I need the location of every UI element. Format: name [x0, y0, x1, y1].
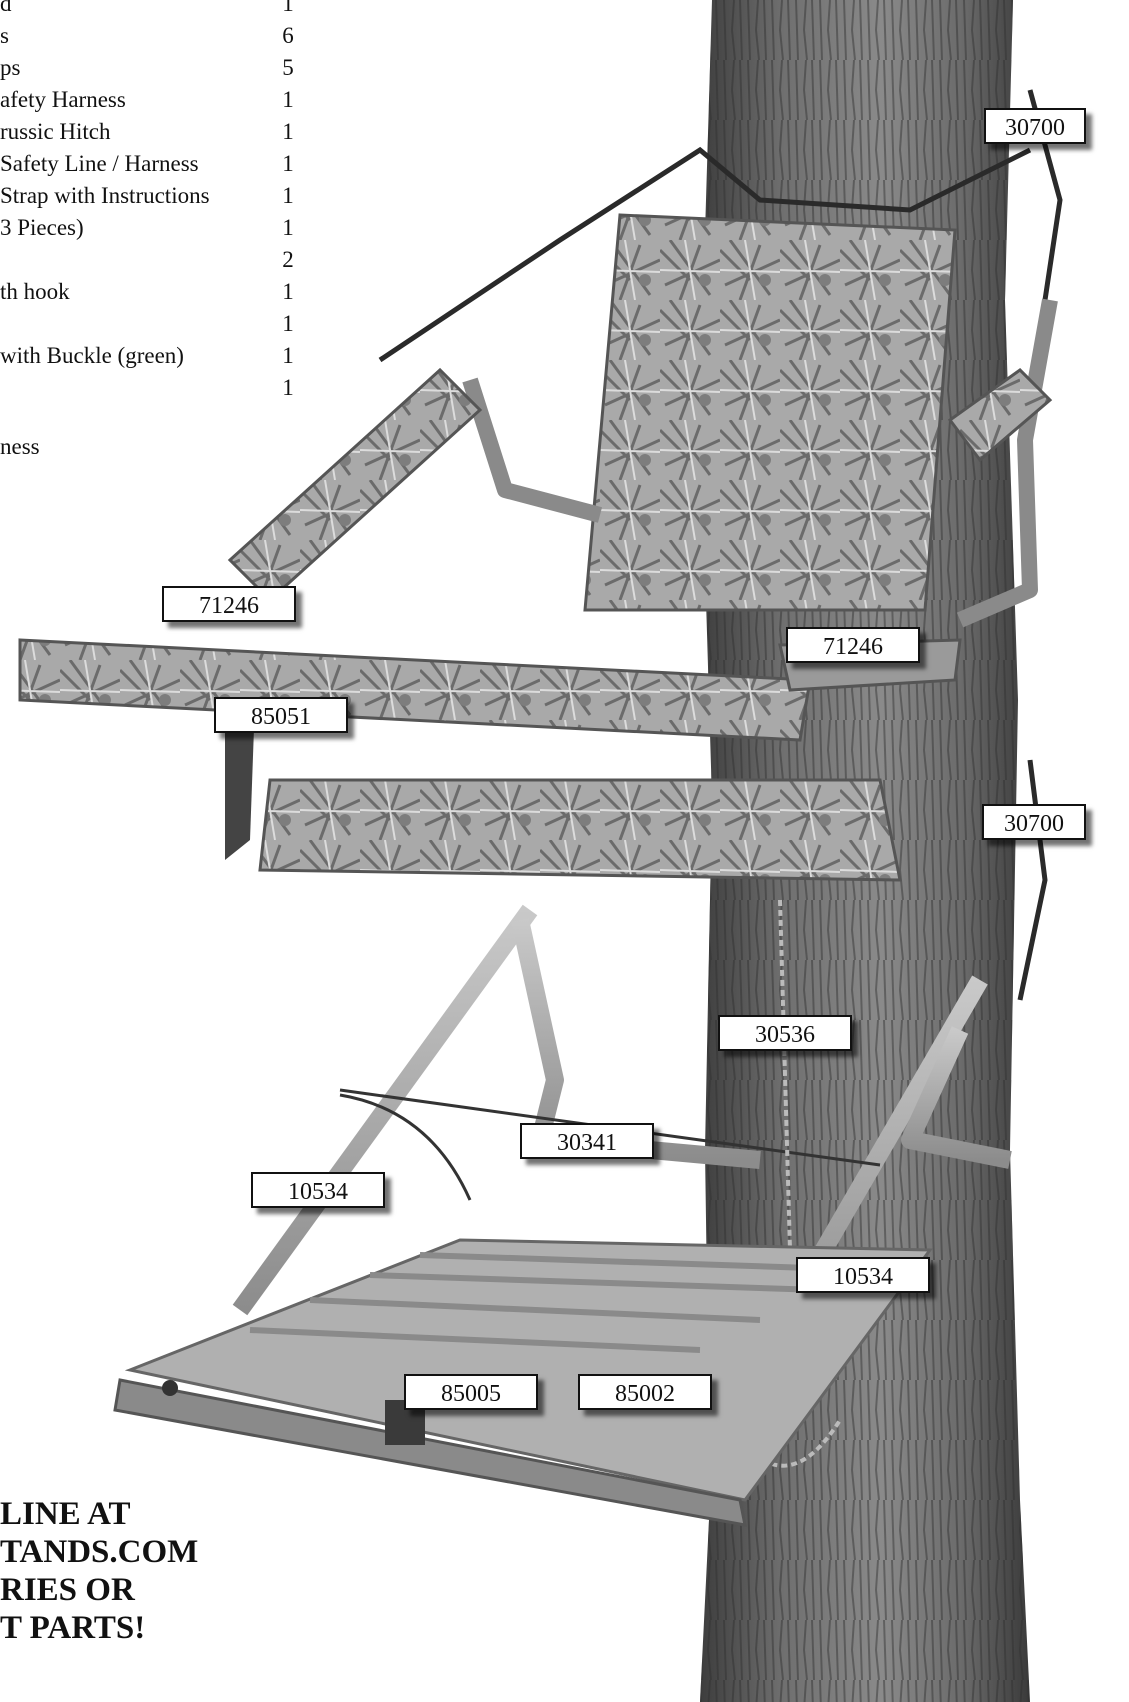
callout-cable: 30341 — [520, 1123, 654, 1159]
promo-line: TANDS.COM — [0, 1533, 198, 1571]
callout-platform: 85002 — [578, 1374, 712, 1410]
callout-chain: 30536 — [718, 1015, 852, 1051]
promo-line: RIES OR — [0, 1571, 198, 1609]
callout-top-right-strap: 30700 — [984, 108, 1086, 144]
seat-back — [585, 215, 955, 610]
callout-platform-bolt: 85005 — [404, 1374, 538, 1410]
callout-seat-bar: 85051 — [214, 697, 348, 733]
callout-mid-right-strap: 30700 — [982, 804, 1086, 840]
promo-text: LINE AT TANDS.COM RIES OR T PARTS! — [0, 1495, 198, 1647]
callout-right-bracket: 10534 — [796, 1257, 930, 1293]
left-armrest-pad — [230, 370, 480, 600]
callout-left-armrest: 71246 — [162, 586, 296, 622]
promo-line: LINE AT — [0, 1495, 198, 1533]
callout-left-bracket: 10534 — [251, 1172, 385, 1208]
promo-line: T PARTS! — [0, 1609, 198, 1647]
callout-right-armrest: 71246 — [786, 627, 920, 663]
